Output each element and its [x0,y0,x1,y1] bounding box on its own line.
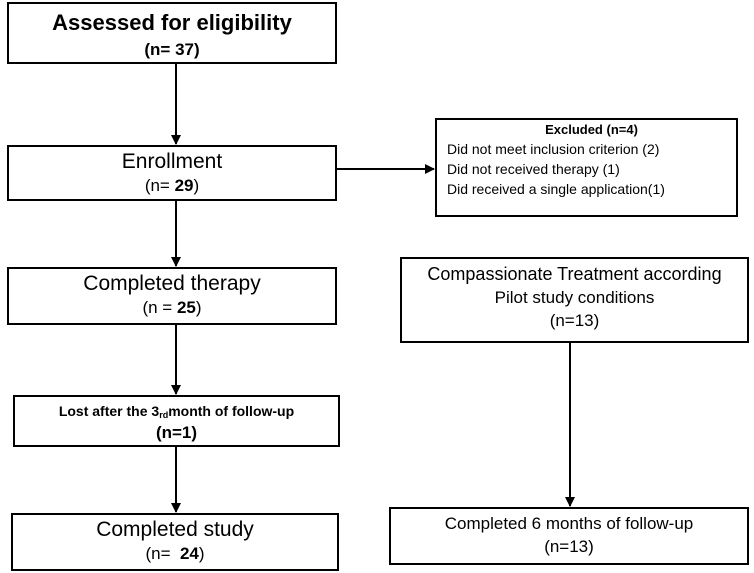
completed-6m-count: (n=13) [544,537,594,556]
enrollment-count-close: ) [193,176,200,195]
assessed-count-label: n [150,40,161,59]
compassionate-box: Compassionate Treatment according Pilot … [400,257,749,343]
lost-title: Lost after the 3rdmonth of follow-up [15,403,338,420]
compassionate-line-1: Compassionate Treatment according [427,264,722,284]
assessed-count-eq: = [160,40,176,59]
completed-therapy-count: (n = 25) [9,298,335,318]
enrollment-count: (n= 29) [9,176,335,196]
completed-study-count-prefix: (n= [145,544,180,563]
excluded-item: Did received a single application(1) [447,181,665,197]
lost-title-pre: Lost after the 3 [58,403,160,419]
enrollment-title: Enrollment [121,150,223,173]
completed-study-title: Completed study [96,518,254,541]
enrollment-box: Enrollment (n= 29) [7,145,337,201]
completed-therapy-box: Completed therapy (n = 25) [7,267,337,325]
enrollment-count-prefix: (n= [144,176,175,195]
lost-title-sup: rd [159,410,169,420]
completed-study-box: Completed study (n= 24) [11,513,339,571]
completed-study-count-close: ) [198,544,205,563]
enrollment-count-value: 29 [174,176,194,195]
completed-6m-box: Completed 6 months of follow-up (n=13) [389,507,749,565]
excluded-title: Excluded (n=4) [545,122,638,137]
completed-study-count: (n= 24) [13,544,337,564]
assessed-box: Assessed for eligibility (n= 37) [7,2,337,64]
assessed-count-open: ( [144,40,151,59]
completed-therapy-count-prefix: (n = [142,298,177,317]
lost-count: (n=1) [155,423,198,442]
completed-study-count-value: 24 [179,544,199,563]
assessed-count: (n= 37) [9,40,335,60]
lost-title-post: month of follow-up [168,403,295,419]
completed-therapy-count-value: 25 [176,298,196,317]
compassionate-line-2: Pilot study conditions [494,288,655,307]
completed-6m-title: Completed 6 months of follow-up [444,514,694,533]
assessed-count-value: 37 [175,40,194,59]
assessed-title: Assessed for eligibility [52,10,292,35]
assessed-count-close: ) [193,40,200,59]
completed-therapy-count-close: ) [195,298,202,317]
lost-box: Lost after the 3rdmonth of follow-up (n=… [13,395,340,447]
excluded-item: Did not received therapy (1) [447,161,620,177]
compassionate-count: (n=13) [549,311,600,330]
completed-therapy-title: Completed therapy [83,272,261,295]
excluded-item: Did not meet inclusion criterion (2) [447,141,660,157]
excluded-box: Excluded (n=4) Did not meet inclusion cr… [435,118,738,217]
